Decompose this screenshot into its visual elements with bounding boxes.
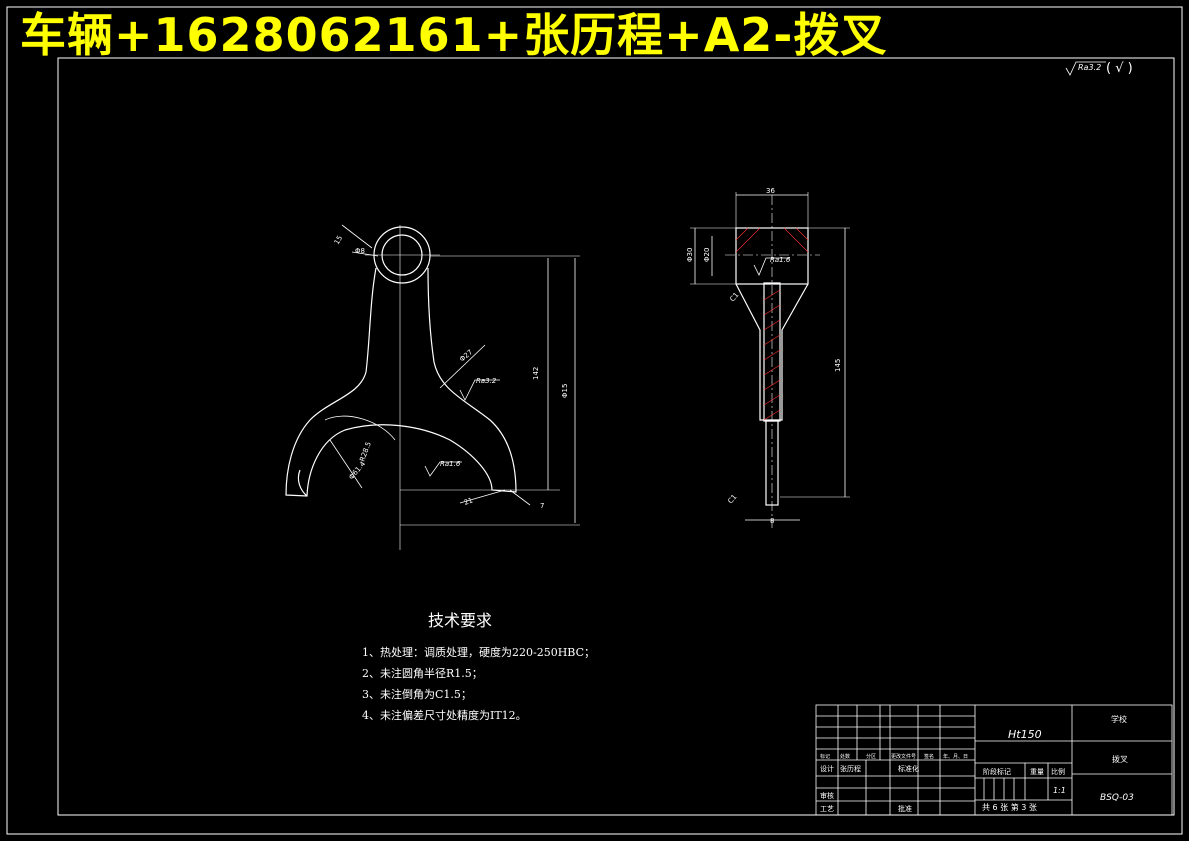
- svg-text:( √ ): ( √ ): [1106, 61, 1133, 76]
- side-view: [690, 192, 850, 528]
- inner-frame: [57, 57, 1175, 816]
- requirement-item: 3、未注倒角为C1.5；: [362, 688, 472, 701]
- bottom-dim-leader: [459, 489, 506, 504]
- svg-text:Ra3.2: Ra3.2: [476, 377, 497, 385]
- svg-text:拨叉: 拨叉: [1112, 754, 1128, 764]
- svg-text:Φ20: Φ20: [703, 248, 711, 262]
- svg-text:Φ8: Φ8: [355, 247, 365, 255]
- svg-text:标准化: 标准化: [898, 764, 919, 773]
- svg-text:21: 21: [463, 496, 474, 507]
- svg-text:Φ30: Φ30: [686, 248, 694, 262]
- tech-requirements-list: 1、热处理：调质处理，硬度为220-250HBC； 2、未注圆角半径R1.5； …: [362, 646, 595, 730]
- banner-title: 车辆+1628062161+张历程+A2-拨叉: [20, 8, 888, 62]
- side-hatching: [735, 227, 809, 421]
- svg-text:张历程: 张历程: [840, 764, 861, 773]
- svg-text:15: 15: [333, 234, 344, 246]
- title-block-text: Ht150 学校 拨叉 BSQ-03 1:1 共 6 张 第 3 张 标记 处数…: [820, 714, 1134, 813]
- svg-text:重量: 重量: [1030, 768, 1044, 776]
- svg-text:分区: 分区: [866, 753, 876, 760]
- svg-text:C1: C1: [726, 493, 738, 505]
- svg-text:年、月、日: 年、月、日: [943, 753, 968, 760]
- svg-text:R28.5: R28.5: [358, 441, 373, 463]
- fork-tip-left: [297, 469, 308, 497]
- arc-dim: [324, 415, 396, 441]
- requirement-item: 1、热处理：调质处理，硬度为220-250HBC；: [362, 646, 596, 659]
- requirement-item: 4、未注偏差尺寸处精度为IT12。: [362, 709, 527, 722]
- svg-text:1:1: 1:1: [1053, 786, 1066, 795]
- hub-dim-leader-2: [351, 251, 379, 257]
- fork-outline: [285, 267, 517, 497]
- hub-dim-leader: [341, 224, 373, 249]
- svg-text:批准: 批准: [898, 804, 912, 813]
- svg-text:审核: 审核: [820, 791, 834, 800]
- general-roughness-note: Ra3.2 ( √ ): [1065, 61, 1133, 76]
- svg-text:Ht150: Ht150: [1008, 728, 1042, 741]
- svg-text:签名: 签名: [924, 753, 934, 760]
- svg-text:阶段标记: 阶段标记: [983, 767, 1011, 776]
- svg-text:7: 7: [540, 502, 544, 510]
- side-roughness-symbol: [753, 257, 790, 276]
- svg-text:BSQ-03: BSQ-03: [1100, 793, 1134, 803]
- svg-text:145: 145: [834, 359, 842, 372]
- svg-text:工艺: 工艺: [820, 805, 834, 813]
- front-dim-labels: 15 Φ8 142 Φ15 R28.5 Φ61.4 21 7 Φ27 Ra3.2…: [333, 234, 569, 510]
- svg-text:更改文件号: 更改文件号: [891, 753, 916, 760]
- svg-text:Φ15: Φ15: [561, 384, 569, 398]
- outer-frame: [6, 6, 1183, 835]
- tech-requirements-title: 技术要求: [428, 611, 493, 630]
- svg-text:8: 8: [770, 517, 774, 525]
- svg-text:标记: 标记: [820, 753, 830, 760]
- svg-text:学校: 学校: [1111, 714, 1127, 724]
- svg-text:C1: C1: [728, 291, 740, 303]
- title-block: [815, 704, 1173, 816]
- svg-text:Φ27: Φ27: [458, 348, 474, 363]
- svg-text:设计: 设计: [820, 764, 834, 773]
- svg-text:36: 36: [766, 187, 775, 195]
- svg-text:Ra3.2: Ra3.2: [1078, 63, 1101, 72]
- bottom-dim-leader-2: [509, 489, 531, 506]
- arm-taper: [735, 283, 809, 421]
- radial-dim-line: [329, 439, 363, 489]
- svg-text:比例: 比例: [1051, 767, 1065, 776]
- front-view: [285, 224, 580, 550]
- diameter-leader: [439, 344, 486, 389]
- svg-text:Ra1.6: Ra1.6: [770, 256, 791, 264]
- svg-text:共 6 张 第 3 张: 共 6 张 第 3 张: [982, 802, 1037, 812]
- svg-text:142: 142: [532, 367, 540, 380]
- svg-text:Ra1.6: Ra1.6: [440, 460, 461, 468]
- requirement-item: 2、未注圆角半径R1.5；: [362, 667, 483, 680]
- front-roughness-symbols: [424, 379, 500, 477]
- svg-text:处数: 处数: [840, 753, 850, 760]
